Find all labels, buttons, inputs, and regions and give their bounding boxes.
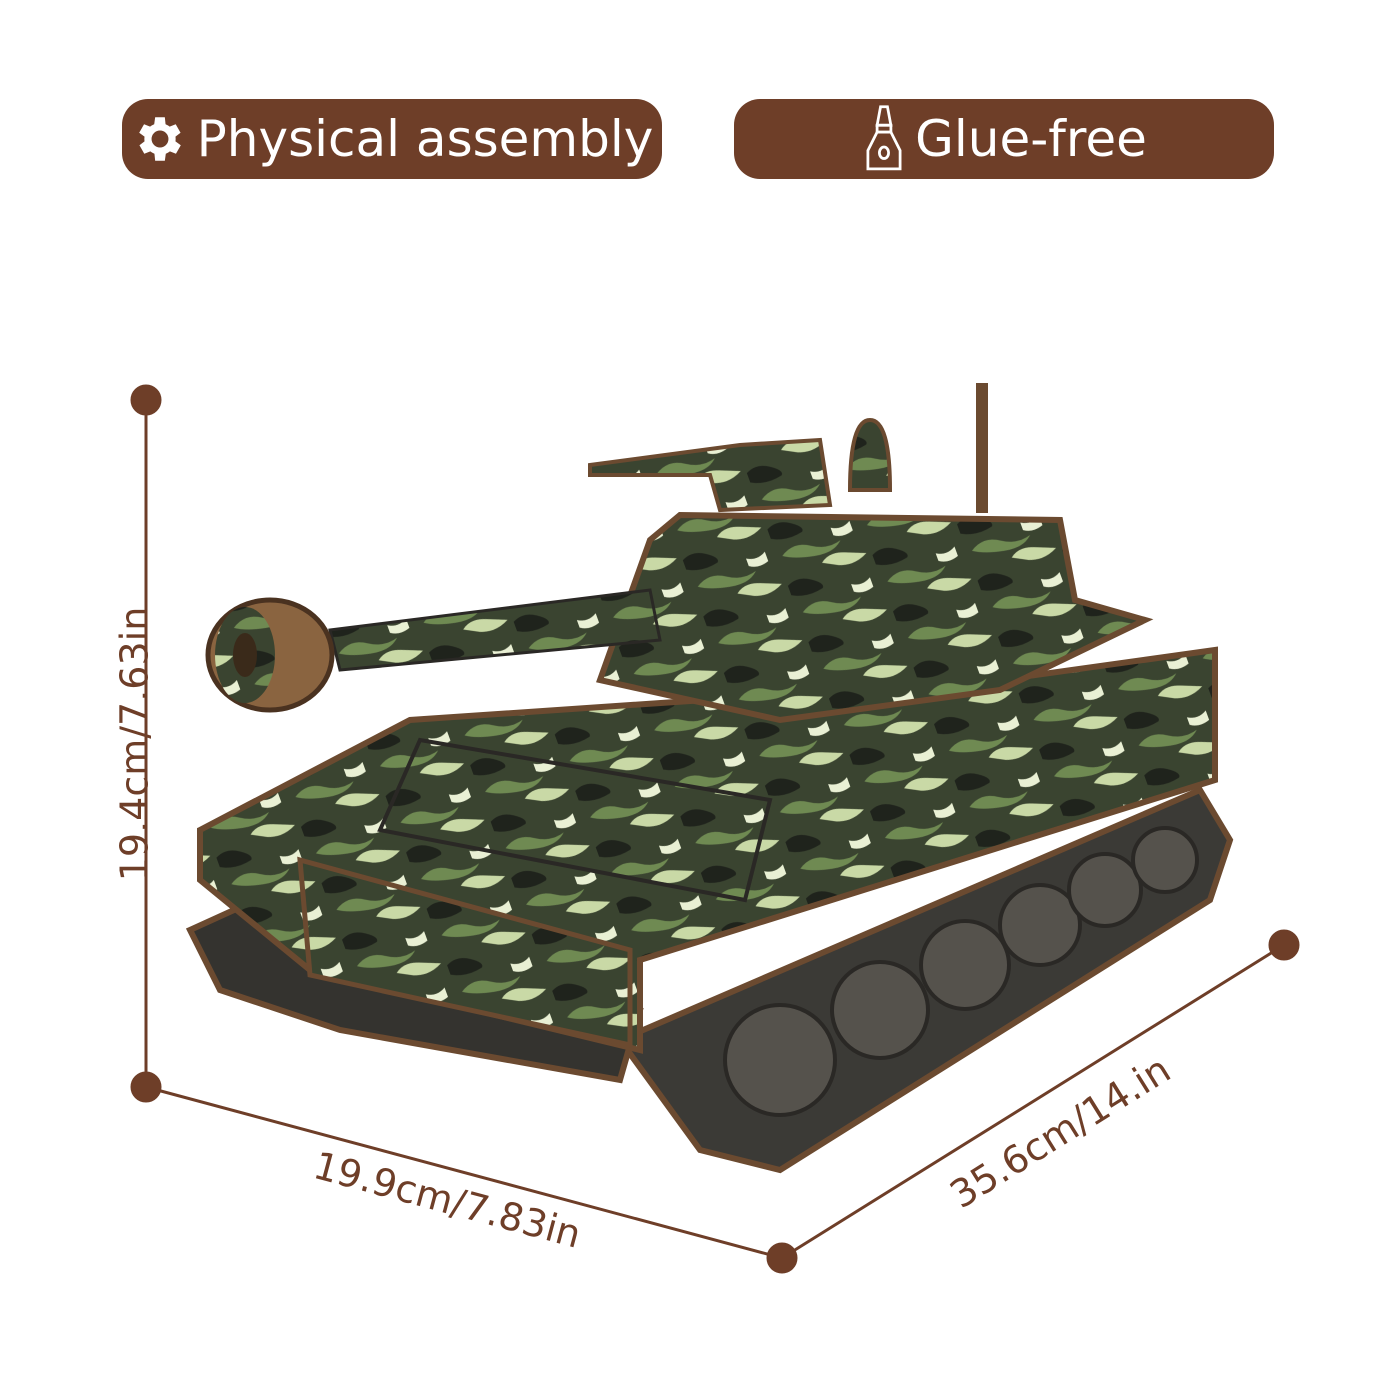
physical-assembly-label: Physical assembly: [196, 110, 654, 168]
gun-barrel: [328, 588, 662, 672]
hatch: [847, 417, 893, 492]
height-dimension-label: 19.4cm/7.63in: [112, 606, 157, 882]
gear-icon: [138, 117, 181, 161]
glue-free-label: Glue-free: [915, 110, 1147, 168]
dimension-lines: [130, 384, 1300, 1274]
front-plate: [297, 856, 633, 1049]
machine-gun: [588, 437, 833, 513]
tank-model: [185, 383, 1234, 1174]
antenna: [976, 383, 988, 513]
glue-bottle-icon: [866, 105, 902, 171]
front-glacis: [377, 737, 773, 903]
physical-assembly-badge: Physical assembly: [122, 99, 662, 179]
turret: [596, 511, 1154, 724]
glue-free-badge: Glue-free: [734, 99, 1274, 179]
